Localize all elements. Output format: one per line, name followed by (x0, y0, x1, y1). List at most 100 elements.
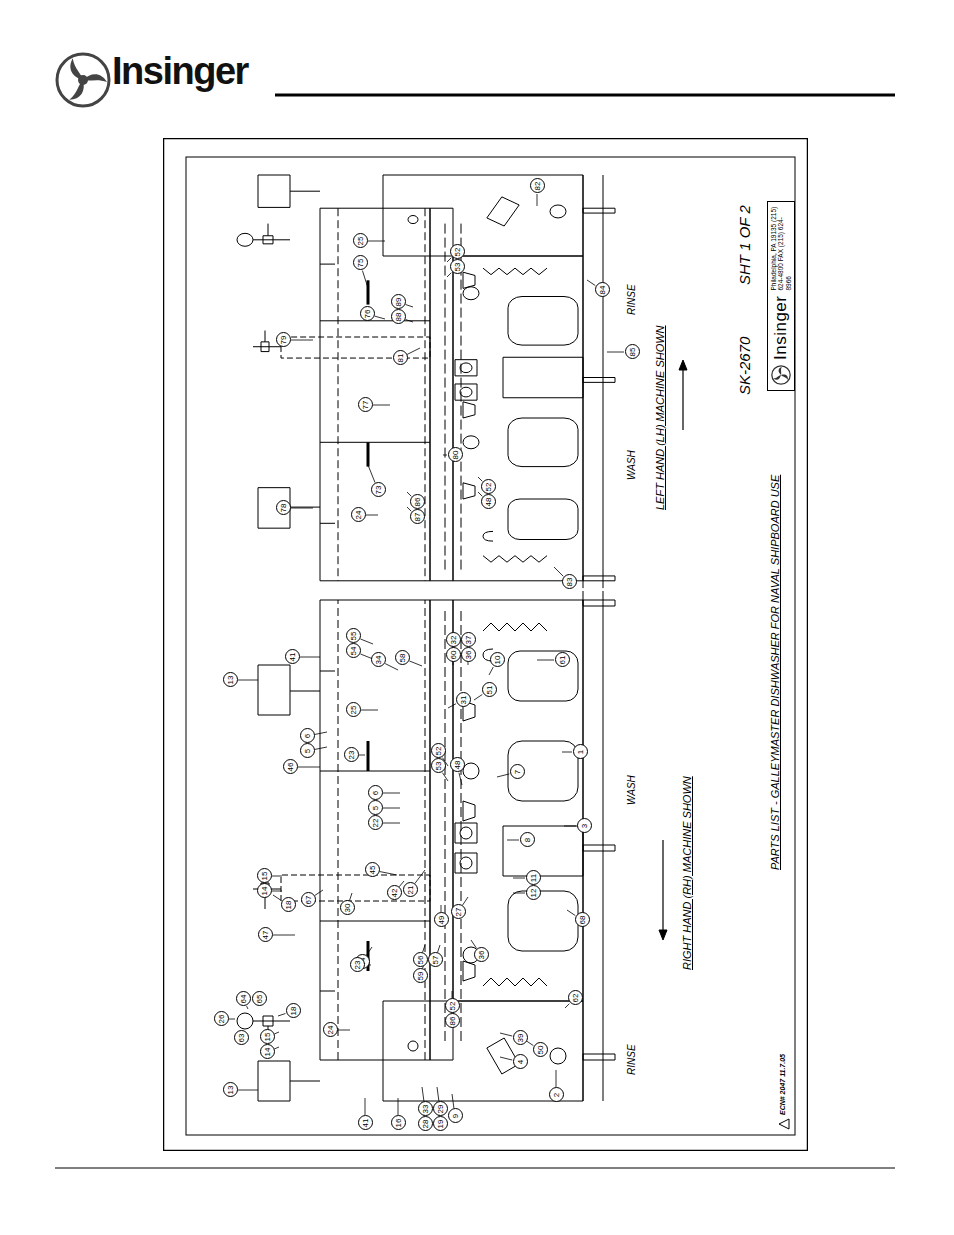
leader-line (368, 241, 385, 242)
callout-number: 85 (625, 345, 640, 360)
callout-number: 75 (353, 256, 368, 271)
section-label: RINSE (626, 284, 638, 315)
callout-number: 36 (461, 648, 476, 663)
callout-number: 64 (236, 992, 251, 1007)
callout-number: 67 (301, 893, 316, 908)
callout-number: 51 (482, 683, 497, 698)
brand-name: Insinger (771, 296, 791, 360)
leader-line (441, 905, 442, 912)
leader-line (537, 660, 554, 661)
brand-logo-text: Insinger (112, 49, 248, 95)
leader-line (238, 680, 258, 681)
callout-number: 61 (555, 653, 570, 668)
leader-line (383, 793, 400, 794)
section-label: WASH (626, 775, 638, 805)
leader-line (274, 1047, 279, 1049)
callout-number: 25 (353, 234, 368, 249)
callout-number: 57 (428, 953, 443, 968)
callout-number: 48 (450, 758, 465, 773)
leader-line (373, 405, 390, 406)
leader-line (500, 1057, 512, 1060)
callout-number: 31 (456, 693, 471, 708)
callout-number: 79 (276, 333, 291, 348)
callout-number: 81 (393, 351, 408, 366)
leader-line (406, 305, 413, 307)
drawing-number: SK-2670 (736, 337, 753, 395)
callout-number: 6 (368, 786, 383, 801)
callout-number: 52 (450, 245, 465, 260)
callout-number: 28 (418, 1117, 433, 1132)
leader-line (274, 1032, 279, 1034)
leader-line (380, 872, 397, 875)
callout-number: 23 (350, 958, 365, 973)
leader-line (513, 878, 525, 879)
logo-swirl (771, 365, 791, 385)
footer-rule (55, 1168, 895, 1169)
callout-number: 86 (410, 495, 425, 510)
callout-number: 89 (391, 295, 406, 310)
callout-number: 13 (223, 673, 238, 688)
revision-triangle (779, 1119, 789, 1129)
title-block: InsingerPhiladelphia, PA 19135 (215) 624… (767, 201, 795, 391)
callout-number: 80 (448, 448, 463, 463)
leader-line (398, 1098, 399, 1115)
callout-number: 34 (371, 653, 386, 668)
drawing-title: PARTS LIST - GALLEYMASTER DISHWASHER FOR… (769, 475, 782, 870)
callout-number: 56 (413, 953, 428, 968)
callout-number: 7 (510, 765, 525, 780)
leader-line (442, 773, 448, 781)
direction-arrow (659, 840, 667, 940)
callout-number: 14 (260, 1045, 275, 1060)
leader-line (513, 893, 525, 894)
leader-line (452, 1094, 454, 1108)
leader-line (298, 767, 320, 768)
callout-number: 26 (214, 1012, 229, 1027)
leader-line (452, 991, 453, 998)
leader-line (437, 1087, 439, 1101)
leader-line (565, 1004, 569, 1008)
callout-number: 1 (573, 745, 588, 760)
leader-line (366, 947, 372, 955)
leader-line (507, 840, 519, 841)
callout-number: 53 (431, 759, 446, 774)
callout-number: 68 (575, 913, 590, 928)
leader-lines (229, 194, 624, 1116)
callout-number: 5 (300, 744, 315, 759)
callout-number: 9 (448, 1109, 463, 1124)
callout-number: 6 (300, 729, 315, 744)
callout-number: 33 (418, 1102, 433, 1117)
leader-line (423, 945, 425, 952)
callout-number: 37 (461, 633, 476, 648)
callout-number: 21 (403, 883, 418, 898)
callout-number: 4 (513, 1055, 528, 1070)
callout-number: 42 (387, 886, 402, 901)
leader-line (537, 194, 538, 206)
callout-number: 30 (340, 901, 355, 916)
view-label: RIGHT HAND (RH) MACHINE SHOWN (681, 776, 694, 970)
drawing-sheet: PARTS LIST - GALLEYMASTER DISHWASHER FOR… (163, 138, 808, 1151)
leader-line (238, 1090, 258, 1091)
leader-line (564, 826, 576, 827)
direction-arrow (679, 360, 687, 430)
callout-number: 19 (433, 1117, 448, 1132)
leader-line (443, 455, 447, 456)
leader-line (291, 340, 313, 341)
revision-note: ECN# 2047 11.7.05 (779, 1054, 787, 1115)
callout-number: 65 (252, 992, 267, 1007)
leader-line (474, 694, 482, 700)
callout-number: 63 (234, 1031, 249, 1046)
leader-line (273, 895, 281, 901)
leader-line (315, 732, 327, 734)
callout-number: 52 (481, 480, 496, 495)
leader-line (462, 897, 468, 905)
callout-number: 24 (351, 508, 366, 523)
callout-number: 41 (285, 650, 300, 665)
callout-number: 5 (368, 801, 383, 816)
callout-number: 46 (283, 760, 298, 775)
lh-machine (237, 175, 615, 588)
leader-line (291, 508, 313, 509)
leader-line (554, 567, 563, 576)
callout-number: 49 (434, 913, 449, 928)
leader-line (278, 1014, 285, 1016)
